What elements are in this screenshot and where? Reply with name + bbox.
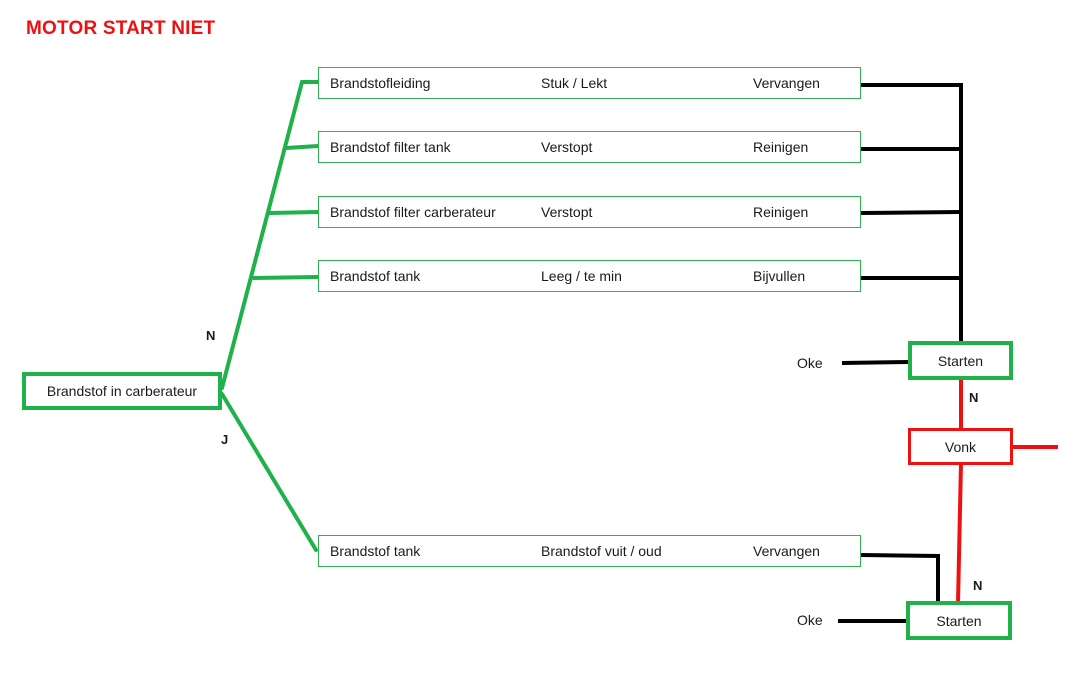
cause-row-1: Brandstofleiding Stuk / Lekt Vervangen bbox=[318, 67, 861, 99]
cause-row-2: Brandstof filter tank Verstopt Reinigen bbox=[318, 131, 861, 163]
start-bottom-no-label: N bbox=[973, 578, 983, 593]
row-5-exit bbox=[860, 553, 940, 604]
start-bottom-label: Starten bbox=[936, 612, 982, 629]
cause-row-5: Brandstof tank Brandstof vuit / oud Verv… bbox=[318, 535, 861, 567]
ok-label-top: Oke bbox=[797, 355, 823, 371]
spark-label: Vonk bbox=[944, 438, 977, 455]
row-part: Brandstof filter carberateur bbox=[330, 204, 496, 220]
branch-label-yes: J bbox=[221, 432, 229, 447]
row-problem: Verstopt bbox=[541, 204, 593, 220]
branch-to-row-4 bbox=[252, 275, 320, 280]
row-problem: Leeg / te min bbox=[541, 268, 622, 284]
start-node-bottom: Starten bbox=[906, 601, 1012, 640]
row-3-exit bbox=[860, 210, 960, 215]
cause-row-3: Brandstof filter carberateur Verstopt Re… bbox=[318, 196, 861, 228]
row-action: Vervangen bbox=[753, 75, 820, 91]
branch-to-row-3 bbox=[268, 210, 320, 215]
row-problem: Brandstof vuit / oud bbox=[541, 543, 662, 559]
root-node: Brandstof in carberateur bbox=[22, 372, 222, 410]
page-title: MOTOR START NIET bbox=[26, 18, 216, 39]
start-top-label: Starten bbox=[937, 352, 984, 369]
spark-to-start bbox=[956, 462, 963, 604]
row-action: Reinigen bbox=[753, 139, 809, 155]
ok-line-top bbox=[841, 360, 911, 365]
start-top-no-label: N bbox=[969, 390, 979, 405]
row-part: Brandstofleiding bbox=[330, 75, 431, 91]
row-action: Reinigen bbox=[753, 204, 809, 220]
root-label: Brandstof in carberateur bbox=[46, 383, 198, 399]
row-part: Brandstof tank bbox=[330, 268, 421, 284]
row-problem: Stuk / Lekt bbox=[541, 75, 608, 91]
branch-label-no: N bbox=[206, 328, 216, 343]
start-node-top: Starten bbox=[908, 341, 1013, 380]
row-problem: Verstopt bbox=[541, 139, 593, 155]
ok-label-bottom: Oke bbox=[797, 612, 823, 628]
row-part: Brandstof tank bbox=[330, 543, 421, 559]
branch-yes bbox=[220, 392, 318, 552]
branch-to-row-2 bbox=[284, 144, 320, 150]
branch-no-trunk bbox=[220, 80, 304, 390]
row-action: Vervangen bbox=[753, 543, 820, 559]
spark-node: Vonk bbox=[908, 428, 1013, 465]
row-part: Brandstof filter tank bbox=[330, 139, 451, 155]
row-action: Bijvullen bbox=[753, 268, 806, 284]
cause-row-4: Brandstof tank Leeg / te min Bijvullen bbox=[318, 260, 861, 292]
